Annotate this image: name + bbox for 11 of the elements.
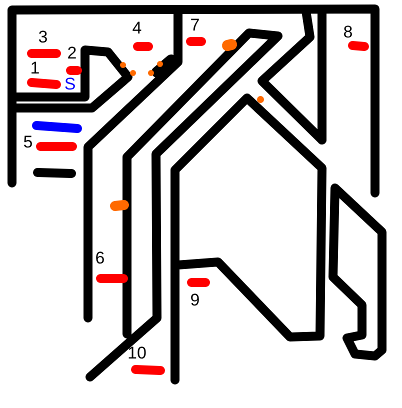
callout-number: 1 (30, 60, 40, 76)
callout-number: 4 (132, 20, 142, 36)
callout-number: 7 (190, 16, 200, 34)
callout-number: 2 (67, 44, 77, 62)
callout-number: 5 (23, 134, 33, 150)
callout-letter: S (64, 76, 76, 92)
callout-number: 10 (128, 344, 146, 362)
callout-number: 3 (38, 28, 48, 46)
callout-number: 9 (190, 292, 200, 308)
callout-number: 8 (343, 24, 353, 40)
callout-number: 6 (95, 250, 105, 266)
